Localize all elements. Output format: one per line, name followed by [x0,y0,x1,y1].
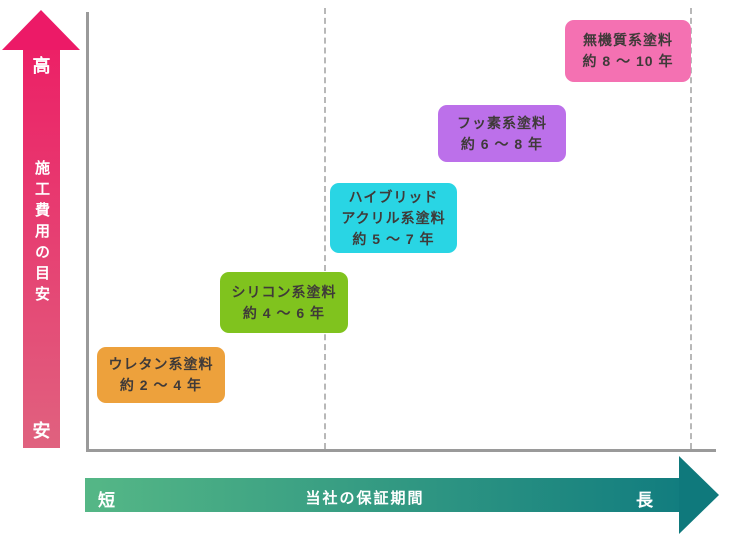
paint-years: 約 5 ～ 7 年 [352,230,435,247]
cost-axis-title: 施工費用の目安 [33,160,50,307]
cost-axis-arrow-up-icon [2,10,80,50]
paint-years: 約 4 ～ 6 年 [242,304,326,321]
warranty-long-label: 長 [636,491,653,510]
paint-years: 約 8 ～ 10 年 [582,53,674,69]
paint-box-urethane: ウレタン系塗料 約 2 ～ 4 年 [97,347,225,403]
dashed-gridline-1 [324,8,326,449]
cost-low-label: 安 [32,421,51,441]
cost-axis-arrow-shaft [23,46,60,448]
paint-name: 無機質系塗料 [583,32,673,48]
paint-name: シリコン系塗料 [231,283,337,300]
warranty-short-label: 短 [98,491,115,510]
cost-high-label: 高 [32,56,51,76]
paint-box-silicone: シリコン系塗料 約 4 ～ 6 年 [220,272,348,333]
paint-years: 約 2 ～ 4 年 [119,377,203,393]
paint-box-hybrid-acrylic: ハイブリッド アクリル系塗料 約 5 ～ 7 年 [330,183,457,253]
x-axis-line [86,449,716,452]
warranty-axis-arrow-right-icon [679,456,719,534]
warranty-axis-arrow-shaft [85,478,679,512]
paint-box-fluorine: フッ素系塗料 約 6 ～ 8 年 [438,105,566,162]
paint-box-inorganic: 無機質系塗料 約 8 ～ 10 年 [565,20,691,82]
paint-name: アクリル系塗料 [341,209,446,226]
paint-name: フッ素系塗料 [457,114,547,131]
warranty-axis-title: 当社の保証期間 [305,490,425,507]
paint-name: ウレタン系塗料 [108,356,214,372]
paint-name: ハイブリッド [348,188,439,205]
paint-years: 約 6 ～ 8 年 [460,135,544,152]
y-axis-line [86,12,89,452]
dashed-gridline-2 [690,8,692,449]
